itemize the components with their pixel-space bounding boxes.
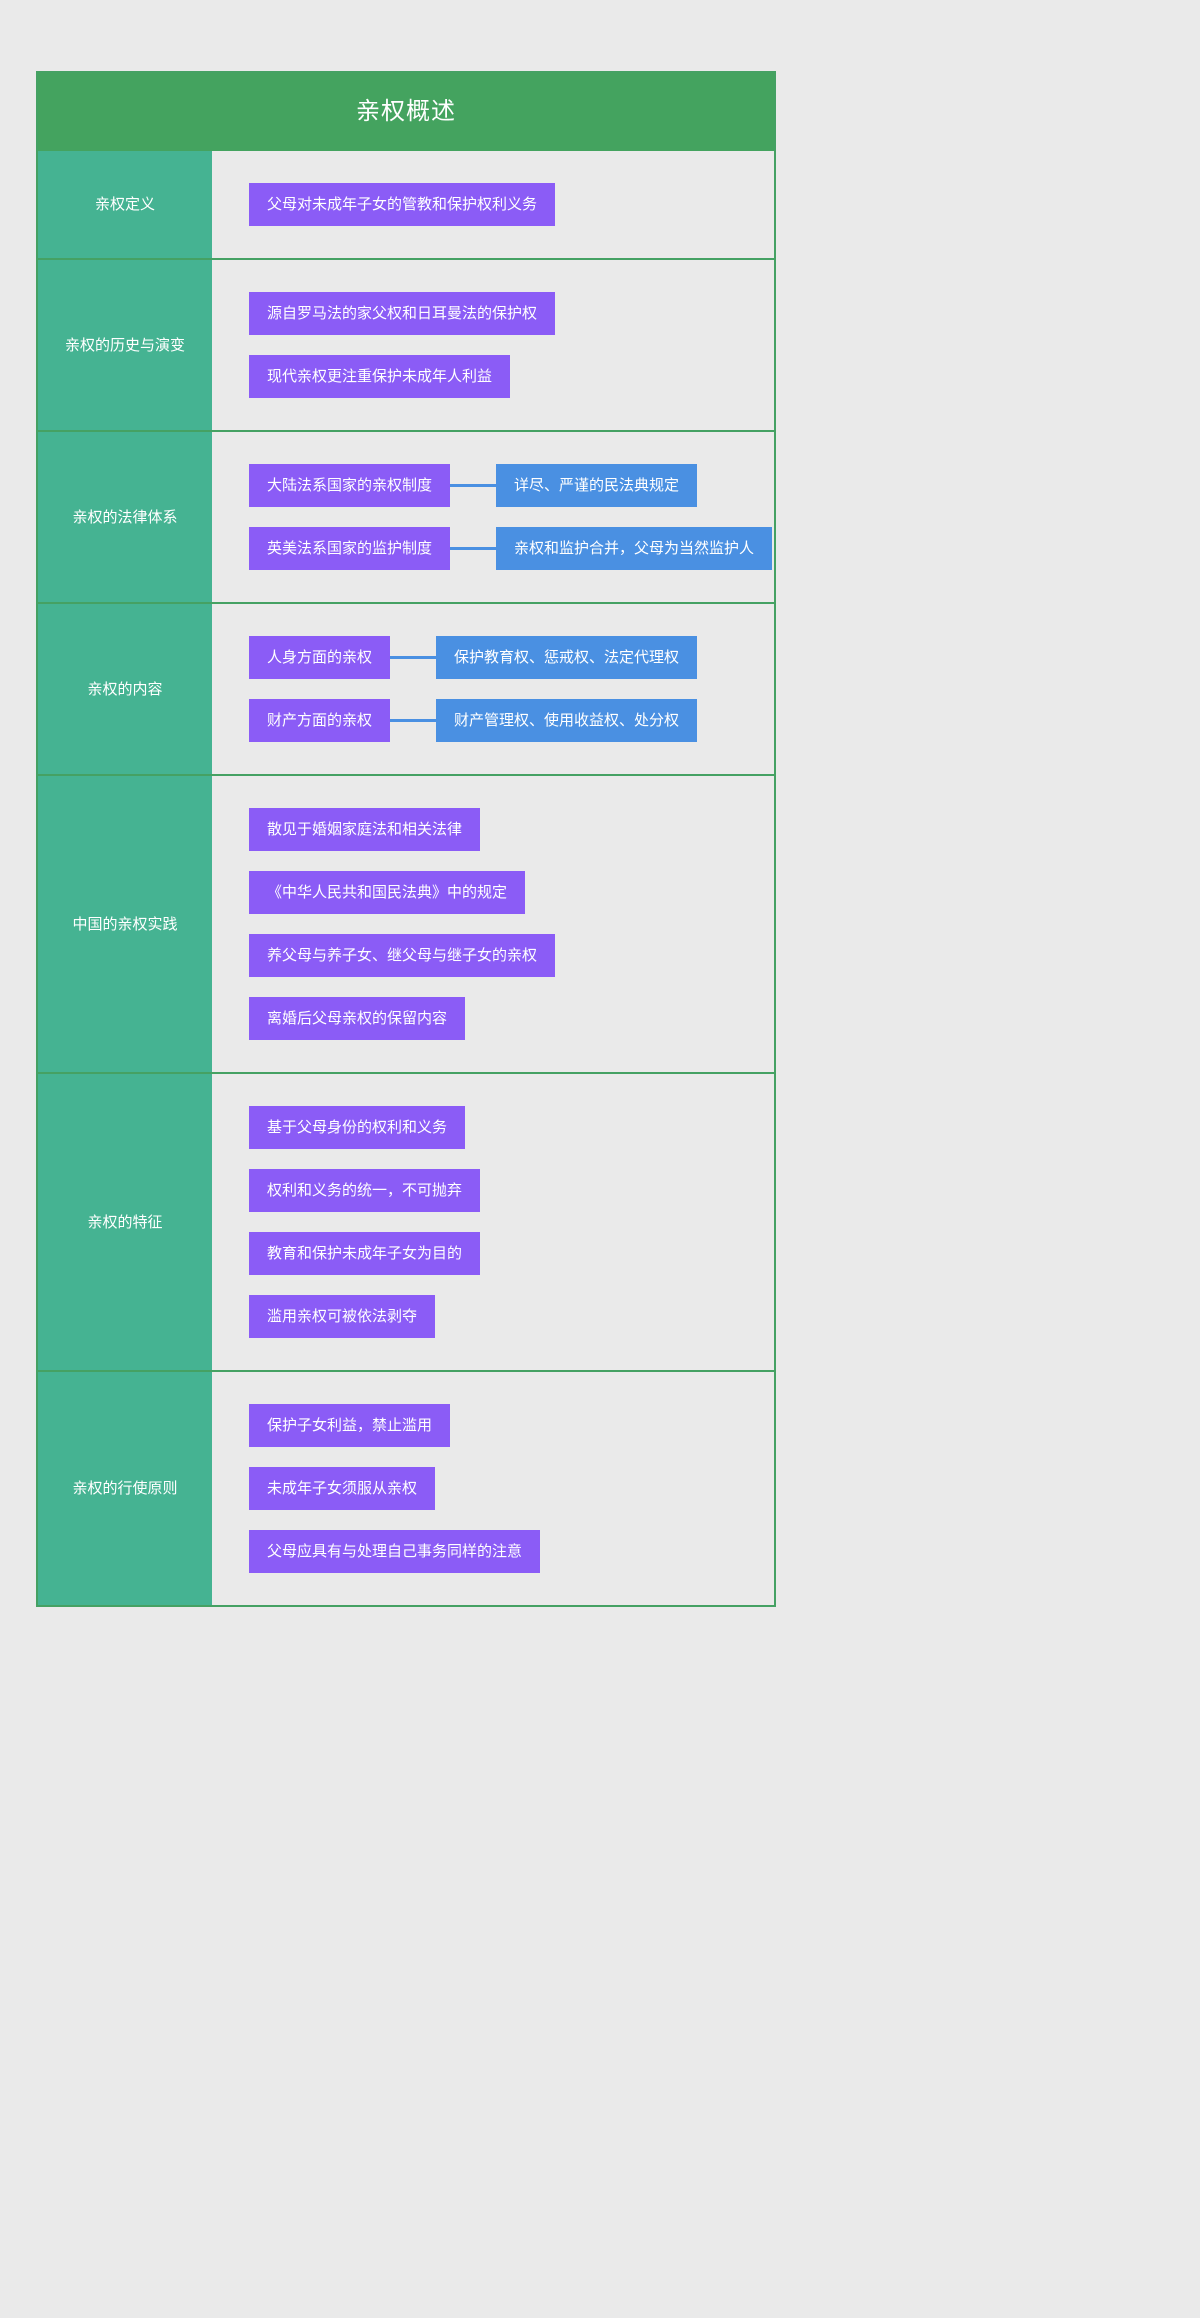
primary-node[interactable]: 现代亲权更注重保护未成年人利益 xyxy=(249,355,511,398)
primary-node[interactable]: 养父母与养子女、继父母与继子女的亲权 xyxy=(249,934,556,977)
section-nodes: 源自罗马法的家父权和日耳曼法的保护权现代亲权更注重保护未成年人利益 xyxy=(212,260,774,430)
section-nodes: 基于父母身份的权利和义务权利和义务的统一，不可抛弃教育和保护未成年子女为目的滥用… xyxy=(212,1074,774,1370)
node-row: 未成年子女须服从亲权 xyxy=(212,1467,774,1510)
connector-line xyxy=(390,719,437,722)
primary-node[interactable]: 父母应具有与处理自己事务同样的注意 xyxy=(249,1530,541,1573)
section-label[interactable]: 亲权定义 xyxy=(38,151,212,258)
primary-node[interactable]: 英美法系国家的监护制度 xyxy=(249,527,451,570)
section-nodes: 散见于婚姻家庭法和相关法律《中华人民共和国民法典》中的规定养父母与养子女、继父母… xyxy=(212,776,774,1072)
section-nodes: 大陆法系国家的亲权制度 详尽、严谨的民法典规定英美法系国家的监护制度 亲权和监护合并… xyxy=(212,432,774,602)
mindmap-title: 亲权概述 xyxy=(38,73,774,151)
connector-line xyxy=(390,656,437,659)
primary-node[interactable]: 大陆法系国家的亲权制度 xyxy=(249,464,451,507)
primary-node[interactable]: 父母对未成年子女的管教和保护权利义务 xyxy=(249,183,556,226)
secondary-node[interactable]: 财产管理权、使用收益权、处分权 xyxy=(436,699,698,742)
node-row: 基于父母身份的权利和义务 xyxy=(212,1106,774,1149)
section-label[interactable]: 亲权的特征 xyxy=(38,1074,212,1370)
primary-node[interactable]: 滥用亲权可被依法剥夺 xyxy=(249,1295,436,1338)
secondary-node[interactable]: 亲权和监护合并，父母为当然监护人 xyxy=(496,527,773,570)
primary-node[interactable]: 散见于婚姻家庭法和相关法律 xyxy=(249,808,481,851)
node-row: 英美法系国家的监护制度 亲权和监护合并，父母为当然监护人 xyxy=(212,527,774,570)
mindmap-section: 亲权定义父母对未成年子女的管教和保护权利义务 xyxy=(38,151,774,258)
node-row: 滥用亲权可被依法剥夺 xyxy=(212,1295,774,1338)
primary-node[interactable]: 保护子女利益，禁止滥用 xyxy=(249,1404,451,1447)
node-row: 教育和保护未成年子女为目的 xyxy=(212,1232,774,1275)
node-row: 保护子女利益，禁止滥用 xyxy=(212,1404,774,1447)
primary-node[interactable]: 教育和保护未成年子女为目的 xyxy=(249,1232,481,1275)
section-label[interactable]: 亲权的历史与演变 xyxy=(38,260,212,430)
node-row: 散见于婚姻家庭法和相关法律 xyxy=(212,808,774,851)
section-nodes: 父母对未成年子女的管教和保护权利义务 xyxy=(212,151,774,258)
primary-node[interactable]: 《中华人民共和国民法典》中的规定 xyxy=(249,871,526,914)
node-row: 财产方面的亲权 财产管理权、使用收益权、处分权 xyxy=(212,699,774,742)
primary-node[interactable]: 未成年子女须服从亲权 xyxy=(249,1467,436,1510)
node-row: 离婚后父母亲权的保留内容 xyxy=(212,997,774,1040)
node-row: 父母应具有与处理自己事务同样的注意 xyxy=(212,1530,774,1573)
mindmap-section: 中国的亲权实践散见于婚姻家庭法和相关法律《中华人民共和国民法典》中的规定养父母与… xyxy=(38,774,774,1072)
connector-line xyxy=(450,547,497,550)
mindmap-section: 亲权的内容人身方面的亲权 保护教育权、惩戒权、法定代理权财产方面的亲权 财产管理权、… xyxy=(38,602,774,774)
mindmap-section: 亲权的法律体系大陆法系国家的亲权制度 详尽、严谨的民法典规定英美法系国家的监护制度… xyxy=(38,430,774,602)
section-nodes: 人身方面的亲权 保护教育权、惩戒权、法定代理权财产方面的亲权 财产管理权、使用收益权… xyxy=(212,604,774,774)
node-row: 权利和义务的统一，不可抛弃 xyxy=(212,1169,774,1212)
node-row: 《中华人民共和国民法典》中的规定 xyxy=(212,871,774,914)
primary-node[interactable]: 基于父母身份的权利和义务 xyxy=(249,1106,466,1149)
primary-node[interactable]: 离婚后父母亲权的保留内容 xyxy=(249,997,466,1040)
mindmap-body: 亲权定义父母对未成年子女的管教和保护权利义务亲权的历史与演变源自罗马法的家父权和… xyxy=(38,151,774,1605)
node-row: 养父母与养子女、继父母与继子女的亲权 xyxy=(212,934,774,977)
node-row: 人身方面的亲权 保护教育权、惩戒权、法定代理权 xyxy=(212,636,774,679)
primary-node[interactable]: 人身方面的亲权 xyxy=(249,636,391,679)
mindmap-container: 亲权概述 亲权定义父母对未成年子女的管教和保护权利义务亲权的历史与演变源自罗马法… xyxy=(36,71,776,1607)
node-row: 现代亲权更注重保护未成年人利益 xyxy=(212,355,774,398)
section-label[interactable]: 中国的亲权实践 xyxy=(38,776,212,1072)
section-label[interactable]: 亲权的法律体系 xyxy=(38,432,212,602)
secondary-node[interactable]: 保护教育权、惩戒权、法定代理权 xyxy=(436,636,698,679)
mindmap-section: 亲权的历史与演变源自罗马法的家父权和日耳曼法的保护权现代亲权更注重保护未成年人利… xyxy=(38,258,774,430)
node-row: 大陆法系国家的亲权制度 详尽、严谨的民法典规定 xyxy=(212,464,774,507)
mindmap-section: 亲权的行使原则保护子女利益，禁止滥用未成年子女须服从亲权父母应具有与处理自己事务… xyxy=(38,1370,774,1605)
section-label[interactable]: 亲权的行使原则 xyxy=(38,1372,212,1605)
connector-line xyxy=(450,484,497,487)
secondary-node[interactable]: 详尽、严谨的民法典规定 xyxy=(496,464,698,507)
node-row: 源自罗马法的家父权和日耳曼法的保护权 xyxy=(212,292,774,335)
section-nodes: 保护子女利益，禁止滥用未成年子女须服从亲权父母应具有与处理自己事务同样的注意 xyxy=(212,1372,774,1605)
primary-node[interactable]: 财产方面的亲权 xyxy=(249,699,391,742)
node-row: 父母对未成年子女的管教和保护权利义务 xyxy=(212,183,774,226)
mindmap-section: 亲权的特征基于父母身份的权利和义务权利和义务的统一，不可抛弃教育和保护未成年子女… xyxy=(38,1072,774,1370)
section-label[interactable]: 亲权的内容 xyxy=(38,604,212,774)
primary-node[interactable]: 权利和义务的统一，不可抛弃 xyxy=(249,1169,481,1212)
primary-node[interactable]: 源自罗马法的家父权和日耳曼法的保护权 xyxy=(249,292,556,335)
